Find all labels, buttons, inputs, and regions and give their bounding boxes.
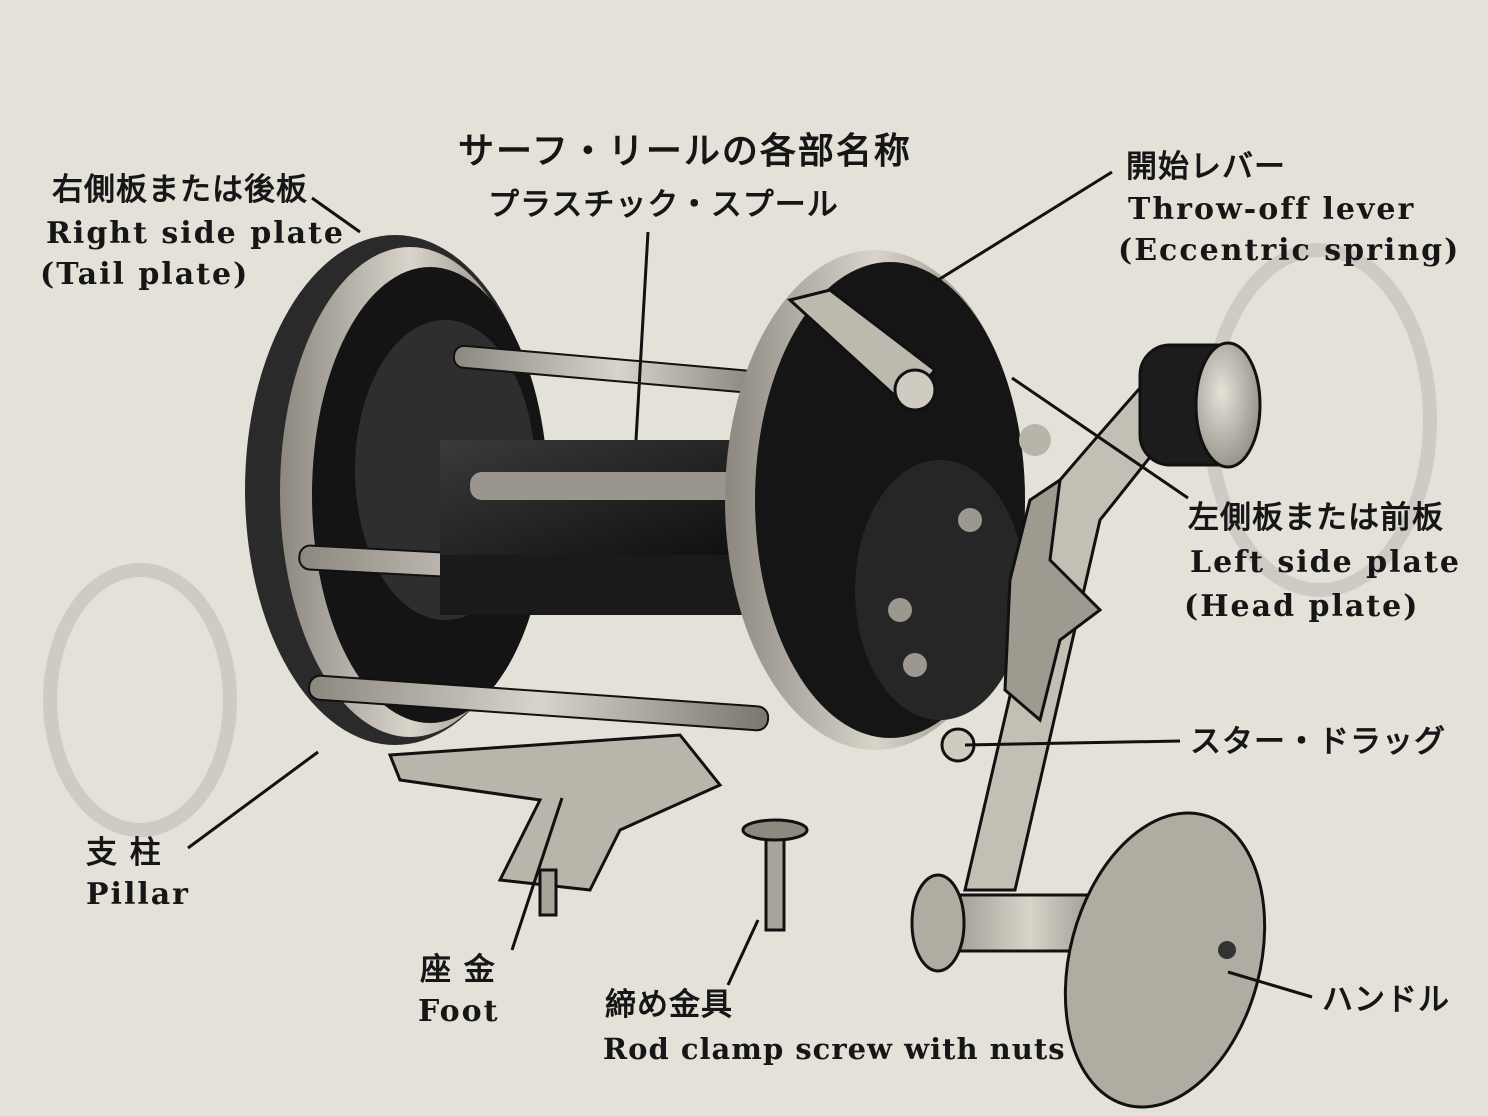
label-pillar-en: Pillar (86, 877, 190, 912)
leader-pillar (187, 750, 319, 850)
label-plastic-spool-jp: プラスチック・スプール (488, 187, 839, 223)
label-throw-off-lever-en2: (Eccentric spring) (1118, 233, 1461, 268)
label-throw-off-lever-en: Throw-off lever (1128, 192, 1416, 227)
leader-star-drag (964, 739, 1181, 747)
star-drag-shape (940, 476, 1103, 763)
spool-shape (440, 440, 760, 615)
label-left-side-plate-en2: (Head plate) (1184, 589, 1420, 624)
foot-shape (387, 733, 723, 892)
handle-knob-shape (910, 811, 1267, 1109)
diagram-title: サーフ・リールの各部名称 (458, 130, 912, 172)
rod-clamp-screw-shapes (538, 818, 809, 932)
leader-rod-clamp (726, 919, 760, 986)
label-right-side-plate-en: Right side plate (46, 216, 345, 251)
throw-off-lever-shape (786, 288, 938, 412)
leader-tail-plate (311, 196, 361, 234)
label-right-side-plate-jp: 右側板または後板 (52, 172, 308, 208)
label-foot-en: Foot (418, 994, 500, 1029)
handle-arm-shape (963, 341, 1262, 892)
label-throw-off-lever-jp: 開始レバー (1126, 149, 1286, 185)
label-left-side-plate-en: Left side plate (1190, 545, 1461, 580)
leader-foot (510, 797, 564, 951)
label-handle-jp: ハンドル (1322, 982, 1450, 1018)
label-foot-jp: 座 金 (420, 952, 496, 988)
label-right-side-plate-en2: (Tail plate) (40, 257, 250, 292)
label-rod-clamp-en: Rod clamp screw with nuts (603, 1032, 1066, 1066)
label-star-drag-jp: スター・ドラッグ (1190, 724, 1446, 760)
label-left-side-plate-jp: 左側板または前板 (1188, 500, 1444, 536)
leader-spool (634, 231, 650, 441)
leader-throw-off (929, 170, 1113, 287)
leader-head-plate (1011, 376, 1189, 500)
head-plate-shape (725, 250, 1051, 750)
leader-lines (187, 170, 1313, 999)
label-pillar-jp: 支 柱 (86, 835, 162, 871)
leader-handle (1227, 970, 1313, 999)
label-rod-clamp-jp: 締め金具 (605, 987, 733, 1023)
